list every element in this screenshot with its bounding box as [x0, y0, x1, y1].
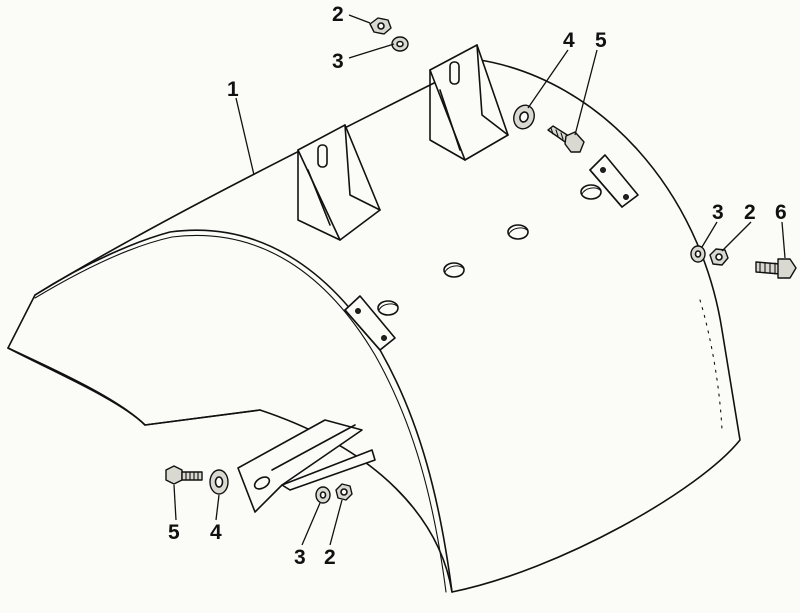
nut-2-right [709, 248, 729, 266]
callout-3-bottom: 3 [294, 546, 306, 569]
callout-6: 6 [775, 201, 787, 224]
callout-5-top: 5 [595, 29, 607, 52]
top-bracket-left [297, 124, 381, 241]
bolt-5-bottom [165, 465, 203, 485]
washer-4-bottom [209, 469, 229, 495]
leader-lines [173, 14, 786, 546]
bolt-6-right [755, 258, 797, 279]
callout-2-right: 2 [744, 201, 756, 224]
callout-4-bottom: 4 [210, 521, 222, 544]
washer-3-bottom [315, 486, 331, 504]
callout-2-top: 2 [332, 3, 344, 26]
callout-labels: 1 2 3 4 5 3 2 6 5 4 3 2 [168, 3, 787, 569]
washer-3-top [391, 36, 409, 52]
callout-2-bottom: 2 [324, 546, 336, 569]
mounting-plate-center [344, 295, 396, 351]
nut-2-bottom [335, 483, 353, 501]
callout-5-bottom: 5 [168, 521, 180, 544]
callout-1: 1 [227, 78, 239, 101]
bolt-5-top [547, 125, 585, 153]
side-bracket-lower [237, 419, 376, 513]
washer-3-right [690, 245, 706, 263]
callout-3-right: 3 [712, 201, 724, 224]
mounting-plate-right [589, 154, 639, 208]
callout-3-top: 3 [332, 50, 344, 73]
washer-4-top [513, 104, 535, 130]
nut-2-top [369, 17, 392, 35]
top-bracket-right [429, 44, 509, 161]
callout-4-top: 4 [563, 29, 575, 52]
mounting-holes [377, 184, 602, 316]
